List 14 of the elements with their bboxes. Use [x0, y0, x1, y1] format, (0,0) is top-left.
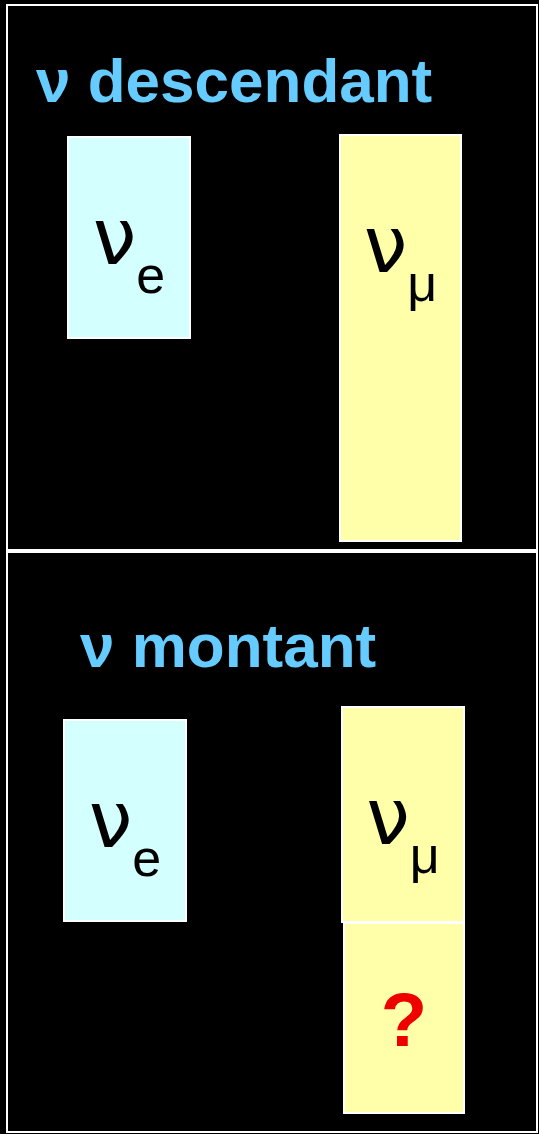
electron-neutrino-box [63, 719, 187, 922]
panel [6, 4, 538, 551]
neutrino-symbol: ν$_{e}$ [91, 198, 167, 301]
panel [6, 551, 538, 1133]
muon-neutrino-box [341, 706, 465, 923]
question-mark: ? [379, 982, 429, 1058]
unknown-box [343, 922, 465, 1114]
panel-title: ν montant [80, 615, 377, 677]
electron-neutrino-box [67, 136, 191, 339]
muon-neutrino-box [339, 134, 462, 542]
neutrino-symbol: ν$_{e}$ [87, 781, 163, 884]
neutrino-symbol: ν$_{μ}$ [365, 778, 441, 881]
neutrino-symbol: ν$_{μ}$ [362, 206, 439, 309]
panel-title: ν descendant [36, 50, 433, 112]
